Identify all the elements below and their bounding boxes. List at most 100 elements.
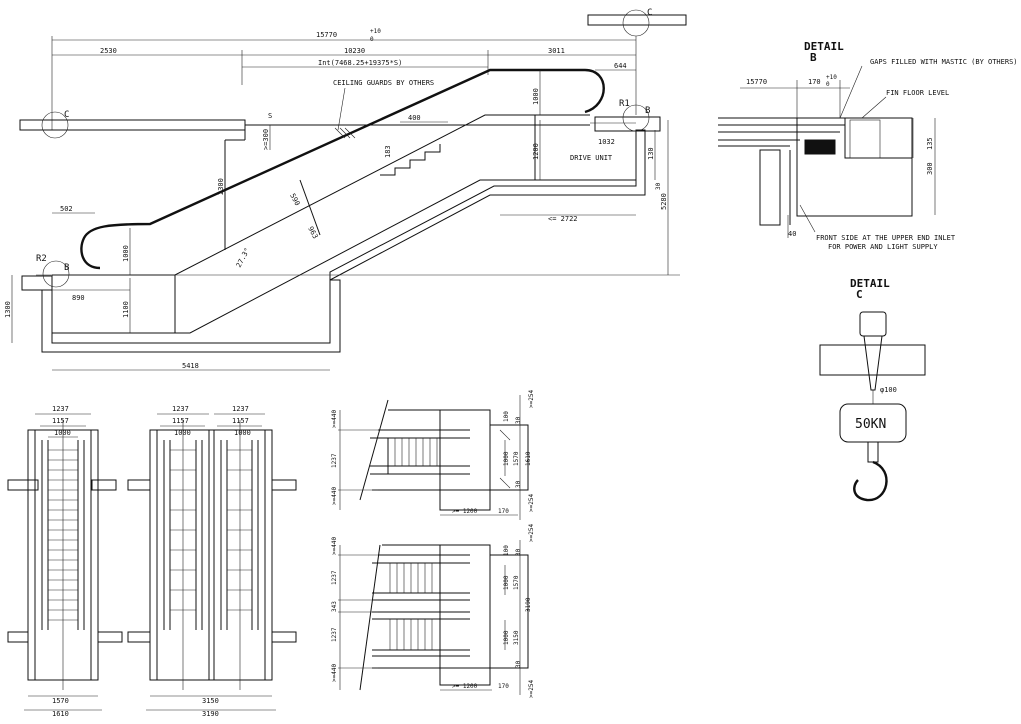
- handrail: [80, 68, 605, 270]
- section-single-254a: >=254: [528, 390, 535, 408]
- detail-b-tol: +10: [826, 74, 837, 81]
- span-right: 3011: [548, 47, 565, 55]
- ceiling-guards-note: CEILING GUARDS BY OTHERS: [333, 79, 434, 87]
- section-double-1237a: 1237: [331, 570, 338, 585]
- detail-b: DETAIL B GAPS FILLED WITH MASTIC (BY OTH…: [718, 40, 1018, 251]
- detail-b-concrete: [796, 117, 913, 217]
- dim-1100: 1100: [122, 301, 130, 318]
- detail-c-anchor-rod: [863, 335, 883, 391]
- detail-b-comb-plate: [718, 117, 850, 226]
- section-single-1570: 1570: [513, 451, 520, 466]
- callout-r1: R1: [619, 99, 630, 109]
- upper-floor-right: [594, 116, 661, 132]
- section-double-170: 170: [498, 683, 509, 690]
- upper-floor-left: [19, 119, 246, 131]
- plan-double-3150: 3150: [202, 697, 219, 705]
- callout-c-top: [622, 9, 650, 37]
- section-double-343: 343: [331, 601, 338, 612]
- section-double-100: 100: [503, 545, 510, 556]
- section-single-440b: >=440: [331, 487, 338, 505]
- callout-b-right-label: B: [645, 106, 650, 116]
- section-single-30b: 30: [515, 480, 522, 488]
- plan-single: 1237 1157 1000 1570 1610: [7, 405, 123, 718]
- overall-length: 15770: [316, 31, 337, 39]
- section-single-170: 170: [498, 508, 509, 515]
- overall-tolerance: +10: [370, 28, 381, 35]
- detail-c-subtitle: C: [856, 288, 863, 301]
- plan-double-1157b: 1157: [232, 417, 249, 425]
- section-single-1200: >= 1200: [452, 508, 478, 515]
- dim-590: 590: [288, 192, 301, 207]
- section-double-1000a: 1000: [503, 575, 510, 590]
- dim-2300: 2300: [217, 178, 225, 195]
- detail-c: DETAIL C φ100 50KN: [819, 277, 926, 502]
- section-double-1570: 1570: [513, 575, 520, 590]
- plan-single-1237: 1237: [52, 405, 69, 413]
- detail-b-gaps-note: GAPS FILLED WITH MASTIC (BY OTHERS): [870, 58, 1018, 66]
- dim-5280: 5280: [660, 193, 668, 210]
- detail-b-tol-low: 0: [826, 81, 830, 88]
- section-single-30: 30: [515, 416, 522, 424]
- detail-c-title: DETAIL: [850, 277, 890, 290]
- detail-b-dims: [740, 65, 936, 238]
- span-left: 2530: [100, 47, 117, 55]
- detail-b-recess: [844, 117, 913, 159]
- plan-double-3190: 3190: [202, 710, 219, 718]
- section-single-440a: >=440: [331, 410, 338, 428]
- ceiling-guards-leader: [337, 87, 346, 131]
- section-double-254a: >=254: [528, 524, 535, 542]
- section-double-440b: >=440: [331, 664, 338, 682]
- callout-b-left: [42, 260, 70, 288]
- callout-c-top-label: C: [647, 8, 652, 18]
- section-double-3190: 3190: [525, 597, 532, 612]
- detail-c-floor-top: [587, 14, 687, 26]
- detail-c-hook-shank: [867, 441, 879, 463]
- detail-c-slab: [819, 344, 926, 376]
- detail-b-front-note-1: FRONT SIDE AT THE UPPER END INLET: [816, 234, 956, 242]
- drive-unit-label: DRIVE UNIT: [570, 154, 613, 162]
- dim-1300: 1300: [4, 301, 12, 318]
- label-s: S: [268, 112, 272, 120]
- detail-c-load: 50KN: [855, 417, 886, 432]
- section-double-30b: 30: [515, 660, 522, 668]
- plan-single-treads: [24, 413, 102, 711]
- dim-30: 30: [655, 182, 662, 190]
- section-double-1200: >= 1200: [452, 683, 478, 690]
- section-double-1237b: 1237: [331, 627, 338, 642]
- dim-183: 183: [384, 145, 392, 158]
- angle-label: 27.3°: [235, 247, 252, 269]
- detail-c-diameter: φ100: [880, 386, 897, 394]
- dim-1000-top: 1000: [532, 88, 540, 105]
- detail-c-anchor-head: [859, 311, 887, 337]
- dim-130: 130: [647, 147, 655, 160]
- detail-b-front-note-2: FOR POWER AND LIGHT SUPPLY: [828, 243, 938, 251]
- section-double: >=440 1237 343 1237 >=440 >=254 100 30 1…: [331, 524, 535, 698]
- section-single-254b: >=254: [528, 494, 535, 512]
- detail-b-subtitle: B: [810, 51, 817, 64]
- span-mid: 10230: [344, 47, 365, 55]
- callout-r2: R2: [36, 254, 47, 264]
- plan-single-1157: 1157: [52, 417, 69, 425]
- detail-b-40: 40: [788, 230, 796, 238]
- detail-b-15770: 15770: [746, 78, 767, 86]
- section-single-1610: 1610: [525, 451, 532, 466]
- dim-890: 890: [72, 294, 85, 302]
- detail-b-fin-floor: FIN FLOOR LEVEL: [886, 89, 949, 97]
- section-double-30: 30: [515, 548, 522, 556]
- steps: [380, 144, 441, 176]
- plan-double-1000b: 1000: [234, 429, 251, 437]
- int-formula: Int(7468.25+19375*S): [318, 59, 402, 67]
- detail-c-hook: [853, 460, 888, 502]
- truss: [52, 114, 636, 334]
- callout-b-left-label: B: [64, 263, 69, 273]
- elevation-view: 15770 +10 0 2530 10230 3011 Int(7468.25+…: [4, 8, 687, 371]
- section-double-440a: >=440: [331, 537, 338, 555]
- dim-400: 400: [408, 114, 421, 122]
- plan-double-1237b: 1237: [232, 405, 249, 413]
- pit: [41, 129, 646, 353]
- detail-b-135: 135: [926, 137, 934, 150]
- section-single-1000: 1000: [503, 451, 510, 466]
- dim-502: 502: [60, 205, 73, 213]
- section-double-3150: 3150: [513, 630, 520, 645]
